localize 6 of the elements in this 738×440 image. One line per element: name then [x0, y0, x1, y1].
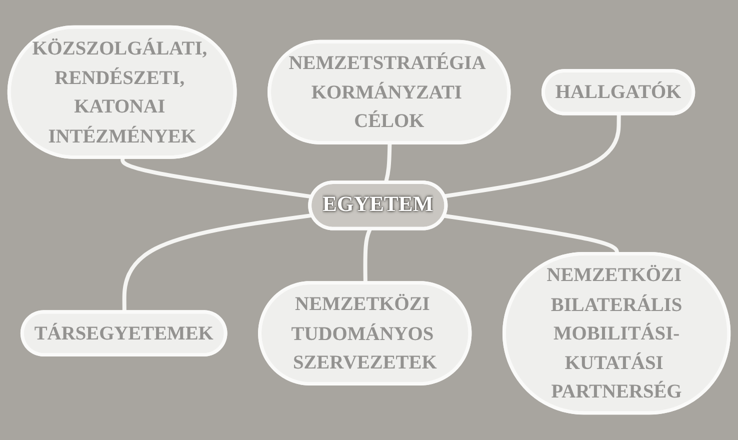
connector [120, 158, 313, 199]
connector [384, 143, 392, 184]
connector [444, 114, 621, 198]
connector [122, 213, 313, 312]
connector [363, 228, 372, 284]
connector [444, 214, 620, 254]
